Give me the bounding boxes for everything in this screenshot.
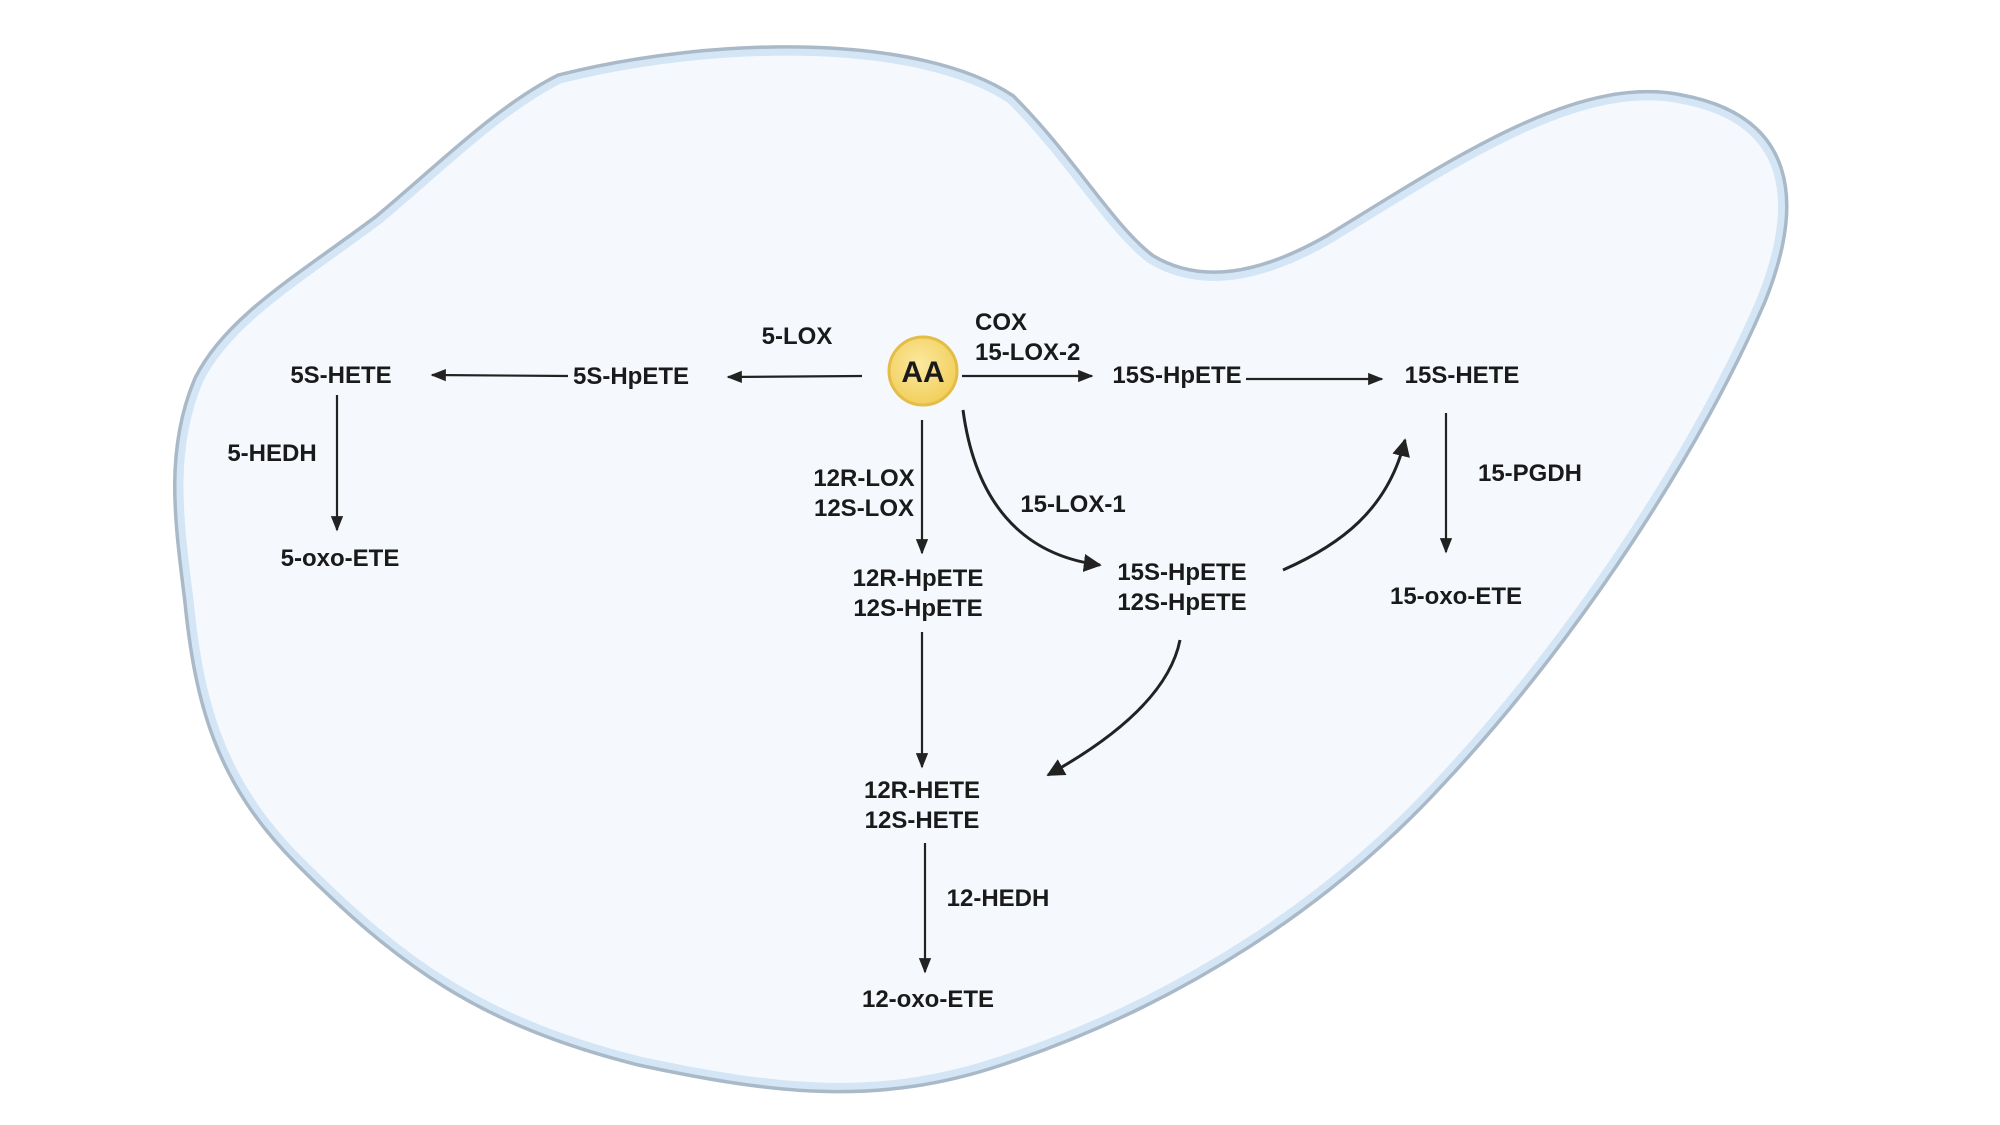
label-12r-hpete: 12R-HpETE [853, 565, 984, 592]
enzyme-15-lox-1: 15-LOX-1 [1020, 491, 1125, 518]
enzyme-12-hedh: 12-HEDH [947, 885, 1050, 912]
label-5-oxo-ete: 5-oxo-ETE [281, 545, 400, 572]
label-15s-hpete: 15S-HpETE [1112, 362, 1241, 389]
label-15s-hpete-combined: 15S-HpETE [1117, 559, 1246, 586]
label-5s-hpete: 5S-HpETE [573, 363, 689, 390]
enzyme-15-lox-2: 15-LOX-2 [975, 339, 1080, 366]
arrow-5s-hpete-to-5s-hete [430, 368, 569, 382]
enzyme-12s-lox: 12S-LOX [814, 495, 914, 522]
enzyme-cox: COX [975, 309, 1027, 336]
label-12s-hpete-combined: 12S-HpETE [1117, 589, 1246, 616]
aa-circle [887, 335, 959, 407]
arrow-aa-to-15s-12s-hpete [961, 409, 1102, 572]
label-12-oxo-ete: 12-oxo-ETE [862, 986, 994, 1013]
arrow-15s-12s-hpete-to-15s-hete [1282, 438, 1410, 572]
label-5s-hete: 5S-HETE [290, 362, 391, 389]
enzyme-5-hedh: 5-HEDH [227, 440, 316, 467]
enzyme-15-pgdh: 15-PGDH [1478, 460, 1582, 487]
aa-node: AA [887, 335, 959, 407]
label-15s-hete: 15S-HETE [1405, 362, 1520, 389]
aa-label: AA [901, 356, 944, 389]
label-12r-hete: 12R-HETE [864, 777, 980, 804]
arrow-aa-to-5s-hpete [726, 370, 863, 384]
label-12s-hete: 12S-HETE [865, 807, 980, 834]
arrow-15s-12s-hpete-to-12-hete [1046, 639, 1182, 777]
cell-membrane-lumen [176, 48, 1785, 1090]
label-15-oxo-ete: 15-oxo-ETE [1390, 583, 1522, 610]
enzyme-12r-lox: 12R-LOX [813, 465, 914, 492]
enzyme-5-lox: 5-LOX [762, 323, 833, 350]
label-12s-hpete: 12S-HpETE [853, 595, 982, 622]
